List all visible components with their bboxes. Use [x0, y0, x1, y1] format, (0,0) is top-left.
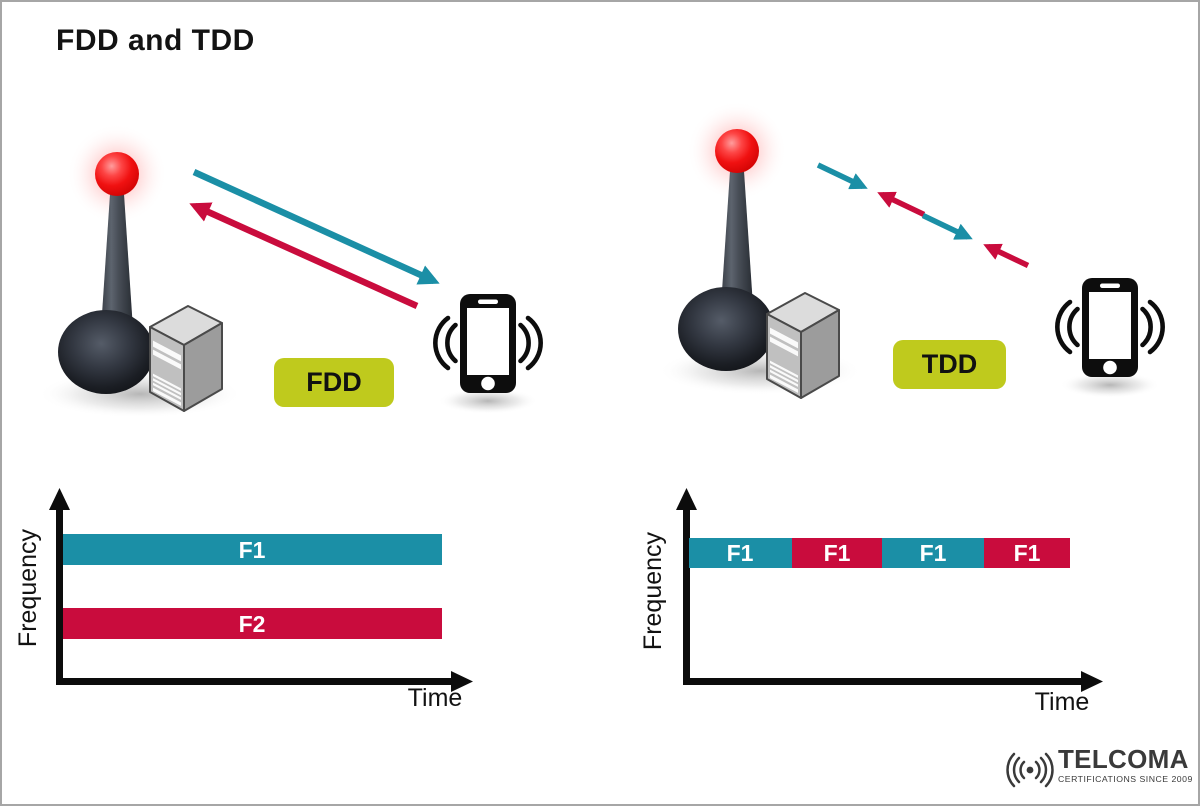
tdd-downlink-arrow-2 [921, 213, 973, 240]
fdd-band-f1-label: F1 [239, 537, 266, 563]
tdd-chart-ylabel: Frequency [639, 531, 667, 650]
tdd-chart: F1 F1 F1 F1 Frequency Time [639, 488, 1103, 716]
fdd-chart-axes [56, 507, 452, 685]
tdd-server-box-icon [766, 292, 840, 399]
tdd-slot-1-label: F1 [727, 540, 754, 566]
telcoma-logo: TELCOMA CERTIFICATIONS SINCE 2009 [1006, 746, 1193, 790]
fdd-chart-y-arrowhead [49, 488, 70, 510]
tdd-chart-y-arrowhead [676, 488, 697, 510]
tdd-arrows [816, 162, 1030, 268]
tdd-slot-2 [792, 538, 882, 568]
fdd-chart-ylabel: Frequency [14, 528, 42, 647]
logo-name: TELCOMA [1058, 744, 1189, 774]
fdd-mode-label: FDD [274, 358, 394, 407]
tdd-slot-4 [984, 538, 1070, 568]
logo-tagline: CERTIFICATIONS SINCE 2009 [1058, 774, 1193, 784]
tdd-uplink-arrow-2 [983, 243, 1030, 268]
fdd-chart-xlabel: Time [408, 684, 463, 712]
tdd-slot-2-label: F1 [824, 540, 851, 566]
tdd-slot-3-label: F1 [920, 540, 947, 566]
fdd-mode-label-text: FDD [306, 367, 362, 397]
tdd-smartphone-icon [1057, 278, 1162, 398]
fdd-band-f2-label: F2 [239, 611, 266, 637]
logo-text: TELCOMA CERTIFICATIONS SINCE 2009 [1058, 746, 1193, 784]
fdd-chart: F1 F2 Frequency Time [14, 488, 473, 712]
fdd-arrows [189, 169, 440, 309]
tdd-chart-xlabel: Time [1035, 688, 1090, 716]
tdd-slot-4-label: F1 [1014, 540, 1041, 566]
tdd-slot-1 [689, 538, 792, 568]
fdd-downlink-arrow [192, 169, 440, 285]
fdd-band-f1 [63, 534, 442, 565]
tdd-downlink-arrow-1 [816, 162, 868, 190]
tdd-slot-3 [882, 538, 984, 568]
page-title: FDD and TDD [56, 24, 255, 57]
tdd-mode-label-text: TDD [921, 349, 978, 379]
fdd-chart-x-arrowhead [451, 671, 473, 692]
fdd-smartphone-icon [435, 294, 540, 414]
tdd-chart-axes [683, 507, 1082, 685]
tdd-mode-label: TDD [893, 340, 1006, 389]
fdd-band-f2 [63, 608, 442, 639]
radio-waves-icon [1006, 752, 1054, 788]
tdd-chart-x-arrowhead [1081, 671, 1103, 692]
fdd-uplink-arrow [189, 202, 419, 309]
tdd-uplink-arrow-1 [877, 191, 926, 217]
fdd-server-box-icon [149, 305, 223, 412]
